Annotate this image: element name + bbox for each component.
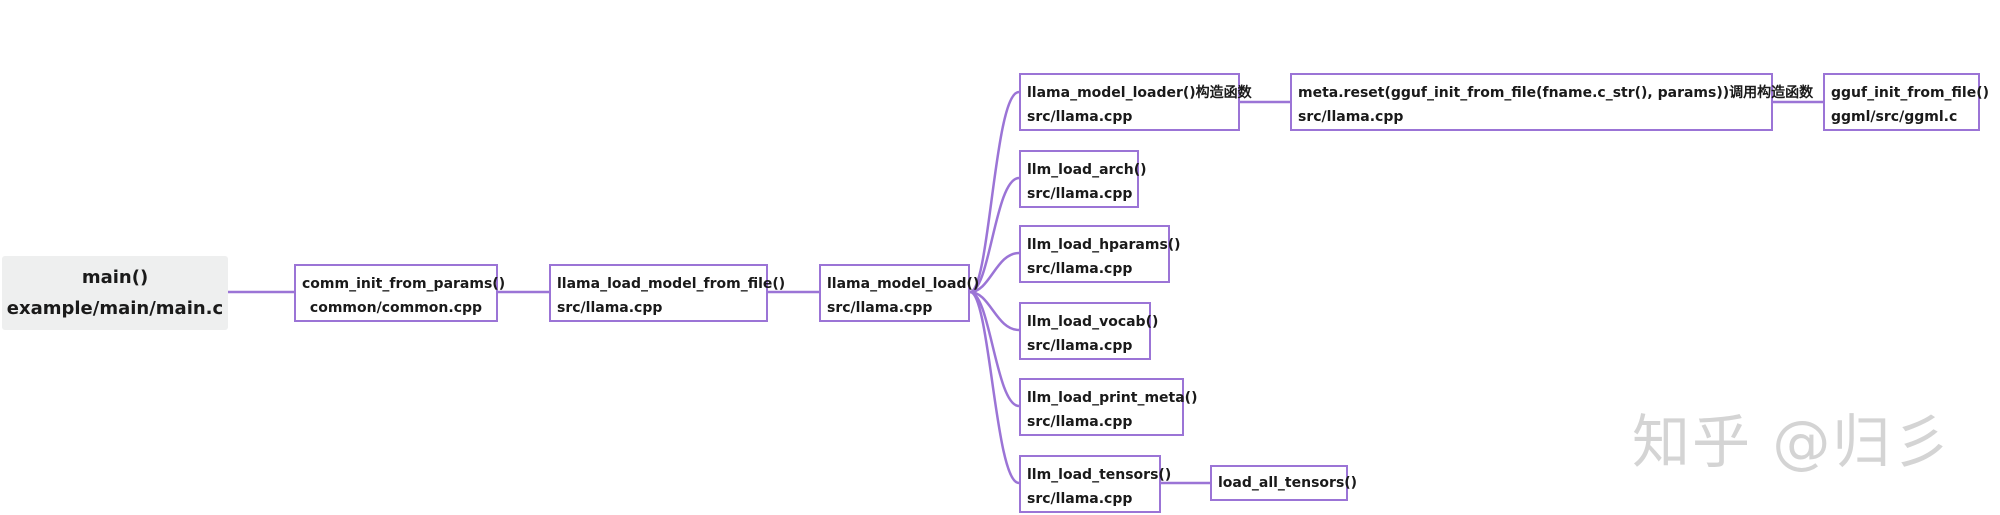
edge-modelload-to-arch xyxy=(969,176,1020,294)
node-model-loader[interactable]: llama_model_loader()构造函数 src/llama.cpp xyxy=(1019,73,1252,131)
node-func: llama_model_load() xyxy=(827,276,980,292)
node-load-print-meta[interactable]: llm_load_print_meta() src/llama.cpp xyxy=(1019,378,1198,436)
node-func: llm_load_vocab() xyxy=(1027,314,1159,330)
node-load-vocab[interactable]: llm_load_vocab() src/llama.cpp xyxy=(1019,302,1159,360)
node-file: src/llama.cpp xyxy=(827,300,933,316)
node-load-hparams[interactable]: llm_load_hparams() src/llama.cpp xyxy=(1019,225,1181,283)
node-gguf-init[interactable]: gguf_init_from_file() ggml/src/ggml.c xyxy=(1823,73,1990,131)
node-file: src/llama.cpp xyxy=(1027,261,1133,277)
root-node-main[interactable]: main() example/main/main.c xyxy=(2,256,228,330)
node-file: ggml/src/ggml.c xyxy=(1831,109,1958,125)
node-comm-init[interactable]: comm_init_from_params() common/common.cp… xyxy=(294,264,506,322)
node-file: src/llama.cpp xyxy=(1027,491,1133,507)
node-load-model-from-file[interactable]: llama_load_model_from_file() src/llama.c… xyxy=(549,264,786,322)
node-meta-reset[interactable]: meta.reset(gguf_init_from_file(fname.c_s… xyxy=(1290,73,1814,131)
edge-modelload-to-printmeta xyxy=(969,290,1020,408)
node-func: llama_load_model_from_file() xyxy=(557,276,786,292)
node-func: gguf_init_from_file() xyxy=(1831,85,1990,101)
node-file: src/llama.cpp xyxy=(557,300,663,316)
root-file: example/main/main.c xyxy=(6,298,224,319)
node-func: comm_init_from_params() xyxy=(302,276,506,292)
node-load-all-tensors[interactable]: load_all_tensors() xyxy=(1210,465,1358,501)
node-load-tensors[interactable]: llm_load_tensors() src/llama.cpp xyxy=(1019,455,1172,513)
node-func: llm_load_print_meta() xyxy=(1027,390,1198,406)
node-func: meta.reset(gguf_init_from_file(fname.c_s… xyxy=(1298,85,1814,101)
node-file: src/llama.cpp xyxy=(1298,109,1404,125)
node-func: llama_model_loader()构造函数 xyxy=(1027,85,1252,101)
node-load-arch[interactable]: llm_load_arch() src/llama.cpp xyxy=(1019,150,1147,208)
node-file: src/llama.cpp xyxy=(1027,186,1133,202)
edge-modelload-to-hparams xyxy=(969,251,1020,294)
edge-modelload-to-vocab xyxy=(969,290,1020,332)
node-model-load[interactable]: llama_model_load() src/llama.cpp xyxy=(819,264,980,322)
node-file: src/llama.cpp xyxy=(1027,109,1133,125)
node-func: load_all_tensors() xyxy=(1218,475,1358,491)
watermark: 知乎 @归彡 xyxy=(1632,408,1953,476)
node-func: llm_load_hparams() xyxy=(1027,237,1181,253)
node-file: common/common.cpp xyxy=(309,300,483,316)
node-func: llm_load_arch() xyxy=(1027,162,1147,178)
node-file: src/llama.cpp xyxy=(1027,338,1133,354)
edge-modelload-to-tensors xyxy=(969,290,1020,485)
root-func: main() xyxy=(81,267,149,288)
node-file: src/llama.cpp xyxy=(1027,414,1133,430)
node-func: llm_load_tensors() xyxy=(1027,467,1172,483)
edge-modelload-to-loader xyxy=(969,90,1020,294)
